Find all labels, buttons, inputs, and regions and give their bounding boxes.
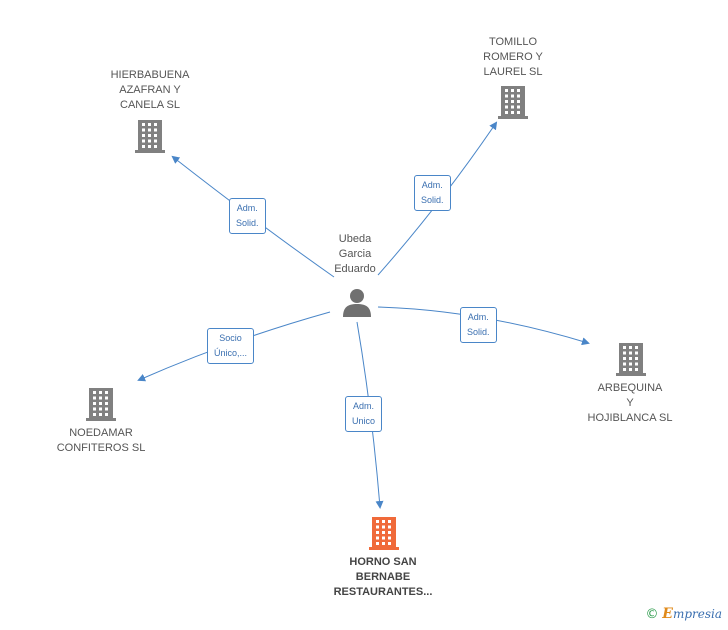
company-label-hierbabuena[interactable]: HIERBABUENA AZAFRAN Y CANELA SL [110, 69, 190, 111]
company-label-tomillo[interactable]: TOMILLO ROMERO Y LAUREL SL [483, 36, 543, 78]
company-label-arbequina[interactable]: ARBEQUINA Y HOJIBLANCA SL [587, 382, 673, 424]
copyright-symbol: © [645, 607, 659, 622]
relation-label-arbequina[interactable]: Adm. Solid. [460, 307, 497, 343]
building-icon[interactable] [615, 341, 647, 382]
person-name[interactable]: Ubeda Garcia Eduardo [334, 233, 376, 275]
relation-label-noedamar[interactable]: Socio Único,... [207, 328, 255, 364]
building-icon[interactable] [497, 84, 529, 125]
brand-initial: E [662, 606, 673, 622]
relation-label-horno[interactable]: Adm. Unico [345, 396, 383, 432]
empresia-logo[interactable]: © Empresia [645, 606, 722, 622]
brand-name: mpresia [672, 607, 722, 621]
building-icon[interactable] [85, 386, 117, 427]
building-icon[interactable] [368, 515, 400, 556]
relation-label-hierbabuena[interactable]: Adm. Solid. [229, 198, 266, 234]
relation-label-tomillo[interactable]: Adm. Solid. [414, 175, 451, 211]
company-label-noedamar[interactable]: NOEDAMAR CONFITEROS SL [56, 427, 146, 454]
person-icon[interactable] [342, 287, 372, 322]
company-label-horno[interactable]: HORNO SAN BERNABE RESTAURANTES... [333, 556, 433, 598]
building-icon[interactable] [134, 118, 166, 159]
